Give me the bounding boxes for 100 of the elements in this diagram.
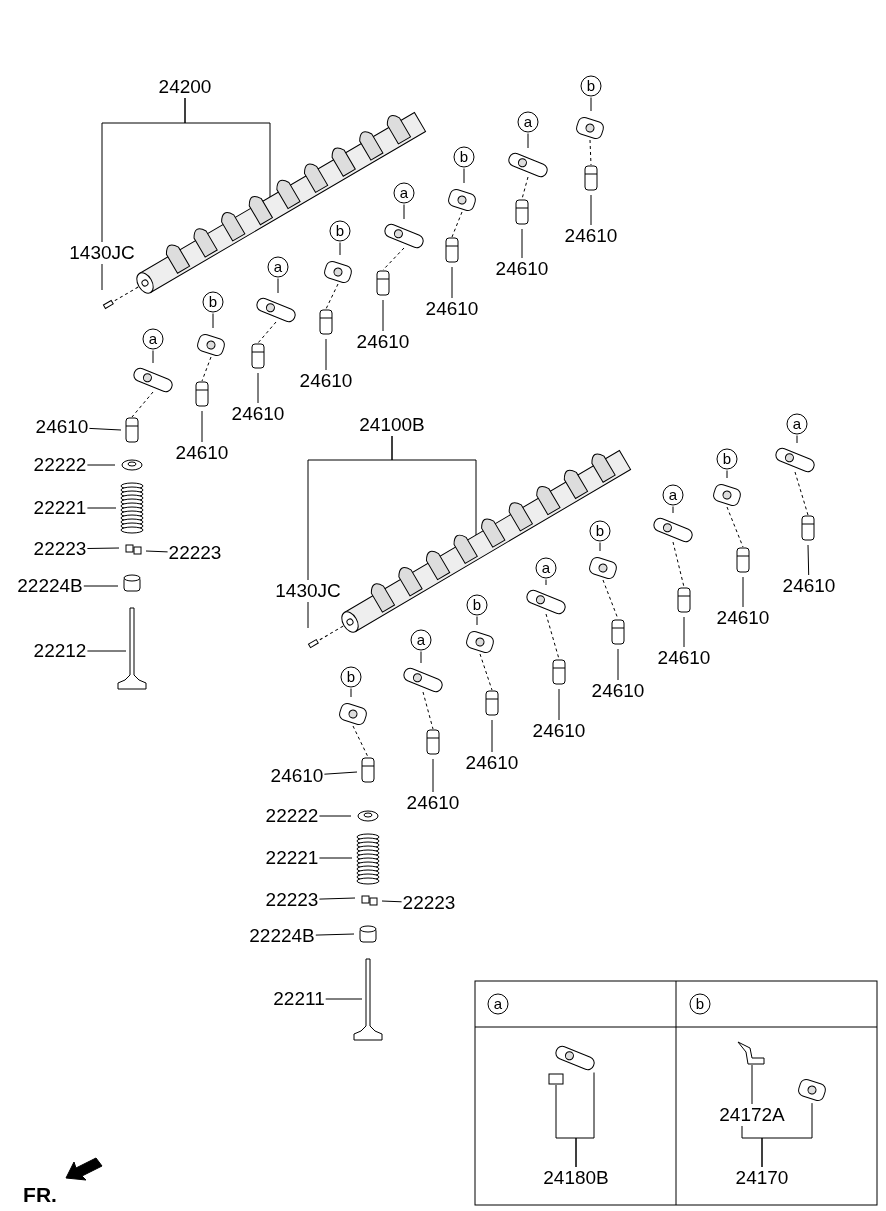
clip-drawing bbox=[737, 1041, 765, 1065]
reference-letter-circle: b bbox=[340, 666, 362, 688]
leader-line bbox=[201, 410, 203, 443]
leader-line bbox=[742, 576, 744, 608]
leader-line bbox=[86, 464, 116, 466]
leader-line bbox=[277, 278, 279, 294]
leader-line bbox=[403, 204, 405, 220]
reference-letter-circle: b bbox=[689, 993, 711, 1015]
part-number: 24610 bbox=[425, 299, 479, 319]
leader-line bbox=[318, 897, 356, 900]
part-number: 22223 bbox=[265, 890, 319, 910]
part-number: 24180B bbox=[543, 1168, 609, 1188]
reference-letter-circle: a bbox=[517, 111, 539, 133]
part-number: 22222 bbox=[265, 806, 319, 826]
part-number: 24100B bbox=[359, 415, 425, 435]
leader-line bbox=[184, 97, 271, 198]
reference-letter-circle: a bbox=[267, 256, 289, 278]
part-number: 24610 bbox=[356, 332, 410, 352]
leader-line bbox=[86, 547, 120, 549]
leader-line bbox=[381, 900, 403, 903]
leader-line bbox=[325, 998, 363, 1000]
leader-line bbox=[86, 650, 127, 652]
part-number: 24610 bbox=[716, 608, 770, 628]
leader-line bbox=[323, 771, 358, 775]
reference-letter-circle: a bbox=[487, 993, 509, 1015]
part-number: 22222 bbox=[33, 455, 87, 475]
reference-letter-circle: b bbox=[580, 75, 602, 97]
leader-line bbox=[325, 338, 327, 371]
reference-letter-circle: b bbox=[329, 220, 351, 242]
part-number: 22223 bbox=[402, 893, 456, 913]
reference-letter-circle: a bbox=[393, 182, 415, 204]
part-number: 24610 bbox=[782, 576, 836, 596]
leader-line bbox=[315, 933, 355, 936]
reference-letter-circle: a bbox=[142, 328, 164, 350]
leader-line bbox=[257, 372, 259, 404]
reference-letter-circle: b bbox=[453, 146, 475, 168]
front-direction-label: FR. bbox=[23, 1185, 57, 1205]
leader-line bbox=[590, 194, 592, 226]
spacer-part bbox=[548, 1073, 564, 1085]
reference-letter-circle: a bbox=[662, 484, 684, 506]
reference-letter-circle: b bbox=[716, 448, 738, 470]
part-number: 22223 bbox=[33, 539, 87, 559]
part-number: 24610 bbox=[532, 721, 586, 741]
part-number: 24610 bbox=[564, 226, 618, 246]
leader-line bbox=[527, 133, 529, 149]
leader-line bbox=[420, 651, 422, 664]
leader-line bbox=[751, 1064, 753, 1105]
leader-line bbox=[318, 815, 352, 817]
reference-letter-circle: b bbox=[202, 291, 224, 313]
part-number: 24610 bbox=[270, 766, 324, 786]
part-number: 24610 bbox=[591, 681, 645, 701]
reference-letter-circle: b bbox=[589, 520, 611, 542]
leader-line bbox=[307, 601, 309, 629]
part-number: 24610 bbox=[465, 753, 519, 773]
leader-line bbox=[212, 313, 214, 329]
leader-line bbox=[83, 585, 119, 587]
reference-letter-circle: b bbox=[466, 594, 488, 616]
part-number: 24610 bbox=[35, 417, 89, 437]
leader-line bbox=[88, 427, 122, 431]
leader-line bbox=[451, 266, 453, 299]
leader-line bbox=[350, 688, 352, 698]
leader-line bbox=[545, 579, 547, 586]
reference-letter-circle: a bbox=[410, 629, 432, 651]
leader-line bbox=[590, 97, 592, 112]
reference-letter-circle: a bbox=[786, 413, 808, 435]
part-number: 24610 bbox=[299, 371, 353, 391]
leader-line bbox=[796, 435, 798, 444]
part-number: 22221 bbox=[33, 498, 87, 518]
leader-line bbox=[672, 506, 674, 514]
part-number: 22211 bbox=[273, 989, 325, 1009]
part-number: 24610 bbox=[495, 259, 549, 279]
leader-line bbox=[491, 719, 493, 753]
leader-line bbox=[152, 350, 154, 364]
leader-line bbox=[432, 758, 434, 793]
leader-line bbox=[575, 1072, 595, 1168]
part-number: 24200 bbox=[158, 77, 212, 97]
part-number: 24610 bbox=[657, 648, 711, 668]
leader-line bbox=[761, 1102, 813, 1168]
leader-line bbox=[558, 688, 560, 721]
part-number: 22223 bbox=[168, 543, 222, 563]
leader-line bbox=[318, 857, 353, 859]
leader-line bbox=[683, 616, 685, 648]
leader-line bbox=[339, 242, 341, 256]
part-number: 24610 bbox=[231, 404, 285, 424]
part-number: 22224B bbox=[17, 576, 83, 596]
leader-line bbox=[101, 263, 103, 291]
part-number: 1430JC bbox=[69, 243, 135, 263]
leader-line bbox=[617, 648, 619, 681]
part-number: 24170 bbox=[735, 1168, 789, 1188]
part-number: 24610 bbox=[175, 443, 229, 463]
leader-line bbox=[599, 542, 601, 552]
part-number: 24610 bbox=[406, 793, 460, 813]
leader-line bbox=[145, 550, 169, 553]
part-number: 22212 bbox=[33, 641, 87, 661]
part-number: 24172A bbox=[719, 1105, 785, 1125]
leader-line bbox=[391, 435, 477, 536]
reference-letter-circle: a bbox=[535, 557, 557, 579]
leader-line bbox=[476, 616, 478, 626]
leader-line bbox=[726, 470, 728, 479]
leader-line bbox=[463, 168, 465, 184]
